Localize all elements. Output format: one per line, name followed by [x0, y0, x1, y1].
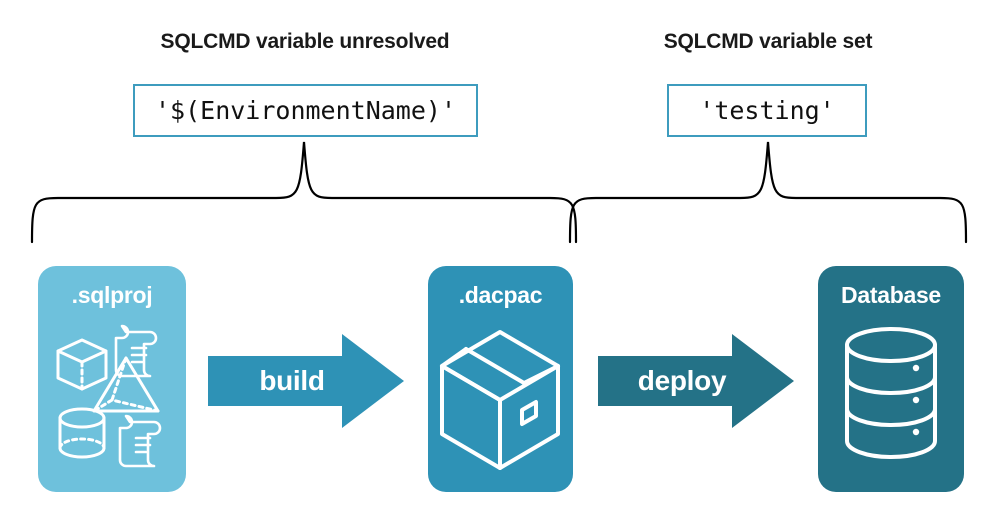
heading-sqlcmd-variable-unresolved: SQLCMD variable unresolved — [160, 30, 450, 53]
database-icon-group — [845, 327, 937, 459]
code-box-environment-name: '$(EnvironmentName)' — [133, 84, 478, 137]
database-cylinder-icon — [845, 327, 937, 459]
arrow-deploy: deploy — [598, 334, 794, 428]
dacpac-icon-group — [440, 330, 560, 470]
brace-right — [568, 141, 968, 244]
artifact-label-sqlproj: .sqlproj — [71, 282, 153, 308]
arrow-build-shape — [208, 334, 404, 428]
scroll-icon — [114, 324, 158, 378]
artifact-box-dacpac: .dacpac — [428, 266, 573, 492]
code-box-testing: 'testing' — [667, 84, 867, 137]
scroll-icon — [118, 414, 162, 468]
brace-left — [30, 141, 578, 244]
arrow-deploy-shape — [598, 334, 794, 428]
artifact-box-sqlproj: .sqlproj — [38, 266, 186, 492]
artifact-label-dacpac: .dacpac — [458, 282, 543, 308]
artifact-label-database: Database — [841, 282, 941, 308]
artifact-box-database: Database — [818, 266, 964, 492]
package-box-icon — [440, 330, 560, 470]
sqlproj-icon-group — [56, 324, 162, 468]
pyramid-icon — [92, 356, 160, 413]
cube-icon — [56, 338, 108, 391]
heading-sqlcmd-variable-set: SQLCMD variable set — [663, 30, 873, 53]
cylinder-icon — [58, 407, 106, 459]
arrow-build: build — [208, 334, 404, 428]
